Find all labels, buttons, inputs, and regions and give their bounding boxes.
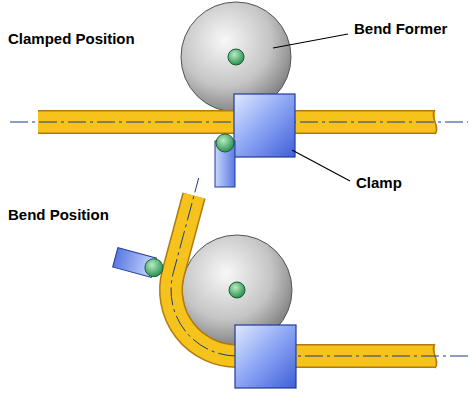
leader-line: [273, 34, 348, 48]
pivot-pin: [228, 49, 244, 65]
pivot-pin: [229, 282, 245, 298]
clamp-block: [235, 325, 296, 388]
pressure-roller: [145, 259, 163, 277]
leader-line: [292, 150, 350, 181]
view-title: Bend Position: [8, 206, 109, 223]
clamp-block: [234, 94, 295, 157]
part-label: Clamp: [356, 174, 402, 191]
view-title: Clamped Position: [8, 30, 135, 47]
centre-line: [171, 178, 468, 356]
bent-pipe: [171, 196, 435, 356]
pipe-outline: [171, 196, 435, 356]
part-label: Bend Former: [354, 20, 447, 37]
pressure-roller: [216, 134, 234, 152]
